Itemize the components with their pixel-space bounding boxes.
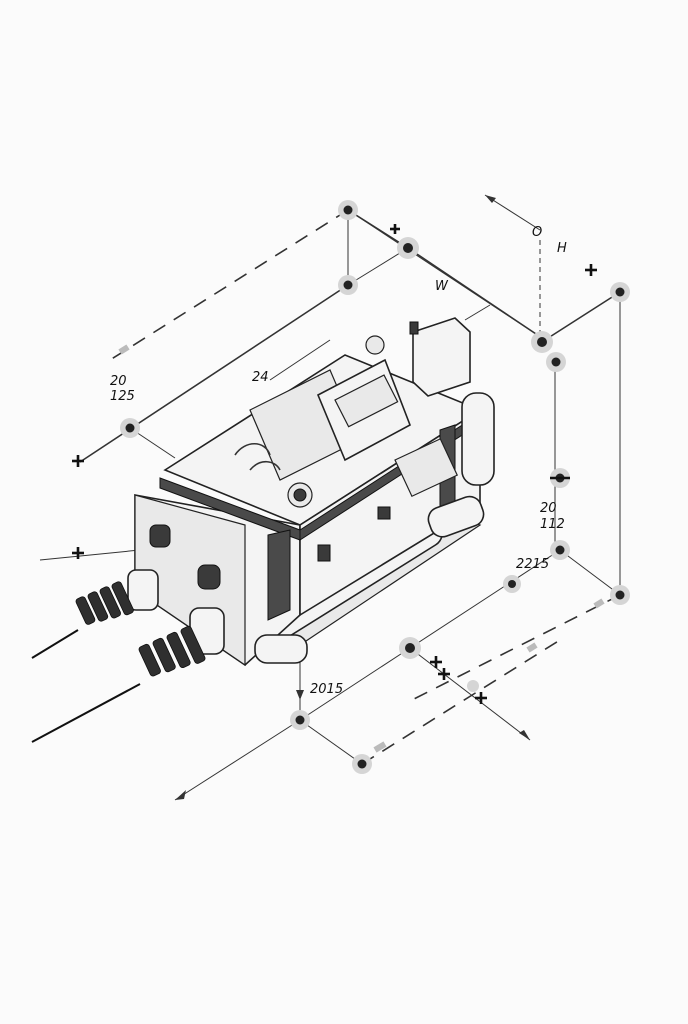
dimension-node-icon bbox=[397, 237, 419, 259]
bottom-roller-left bbox=[254, 634, 308, 664]
junction-box bbox=[412, 317, 471, 397]
cable-connectors bbox=[31, 569, 225, 743]
label-w: W bbox=[435, 279, 449, 294]
plus-marker-icon bbox=[430, 656, 442, 668]
arrowhead-icon bbox=[175, 790, 186, 800]
dimension-node-icon bbox=[338, 275, 358, 295]
dash-accent bbox=[373, 741, 387, 753]
plus-marker-icon bbox=[72, 547, 84, 559]
dimension-node-icon bbox=[610, 585, 630, 605]
dashed-guide-bottom bbox=[361, 639, 561, 765]
label-20-right: 20 bbox=[540, 501, 557, 516]
arrowheads bbox=[175, 195, 530, 800]
top-cap-center bbox=[293, 488, 307, 502]
label-2015: 2015 bbox=[310, 682, 343, 697]
connector-lower bbox=[31, 607, 225, 743]
dimension-node-icon bbox=[352, 754, 372, 774]
plus-marker-icon bbox=[438, 668, 450, 680]
top-fitting bbox=[365, 335, 385, 355]
band-vertical bbox=[267, 529, 291, 621]
side-switch bbox=[377, 506, 391, 520]
dashed-guide-bottom-right bbox=[411, 594, 621, 701]
top-display-window bbox=[334, 374, 399, 428]
cable-upper bbox=[31, 629, 79, 659]
wire-loop-2 bbox=[249, 460, 281, 471]
label-o: O bbox=[532, 225, 542, 240]
label-24: 24 bbox=[252, 370, 269, 385]
connector-upper bbox=[31, 569, 159, 659]
guide-dim-w bbox=[464, 304, 491, 321]
dash-accent bbox=[526, 642, 538, 653]
guide-right-top bbox=[544, 291, 621, 341]
arrowhead-icon bbox=[519, 730, 530, 740]
plus-marker-icon bbox=[585, 264, 597, 276]
front-knob-left bbox=[149, 524, 171, 548]
dimension-node-icon bbox=[531, 331, 553, 353]
dimension-node-icon bbox=[550, 540, 570, 560]
cable-lower bbox=[31, 683, 141, 743]
guide-bottom-right-arrow bbox=[409, 647, 531, 741]
guide-top-connector bbox=[347, 247, 409, 286]
guide-bottom-mid bbox=[299, 647, 411, 721]
dimension-node-icon bbox=[290, 710, 310, 730]
guide-top-diagonal-outer bbox=[347, 209, 546, 341]
label-2215: 2215 bbox=[516, 557, 549, 572]
guide-top-arrow bbox=[484, 194, 541, 231]
side-panel-window bbox=[394, 438, 459, 498]
dimension-node-icon bbox=[610, 282, 630, 302]
dimension-node-icon bbox=[338, 200, 358, 220]
front-knob-right bbox=[197, 564, 221, 590]
guide-dim-24 bbox=[269, 339, 331, 381]
dash-accents bbox=[118, 344, 605, 753]
wire-loop bbox=[234, 442, 271, 456]
guide-right-bottom bbox=[559, 549, 621, 596]
dimension-node-icon bbox=[467, 680, 479, 692]
junction-box-terminal bbox=[409, 321, 419, 335]
label-20-left: 20 bbox=[110, 374, 127, 389]
dash-accent bbox=[593, 598, 605, 609]
dimension-nodes bbox=[120, 200, 630, 774]
bottom-roller-right bbox=[427, 495, 485, 538]
machine-assembly bbox=[134, 317, 495, 667]
dimension-node-icon bbox=[120, 418, 140, 438]
dimension-labels: W O H 24 20 125 20 112 2215 2015 bbox=[110, 225, 567, 697]
arrowhead-icon bbox=[485, 195, 496, 203]
dimension-node-icon bbox=[503, 575, 521, 593]
guide-bottom-right bbox=[409, 549, 561, 649]
right-end-cap bbox=[461, 392, 495, 486]
dimension-node-icon bbox=[399, 637, 421, 659]
guide-bottom-node bbox=[299, 719, 363, 765]
dimension-node-icon bbox=[546, 352, 566, 372]
guide-bottom-left-arrow bbox=[174, 719, 301, 801]
label-h: H bbox=[557, 241, 567, 256]
plus-marker-icon bbox=[475, 692, 487, 704]
label-125: 125 bbox=[110, 389, 135, 404]
plus-markers bbox=[72, 224, 597, 704]
side-port bbox=[317, 544, 331, 562]
dashed-guide-top-left bbox=[109, 209, 349, 361]
arrowhead-icon bbox=[296, 690, 304, 700]
dash-accent bbox=[118, 344, 130, 355]
plus-marker-icon bbox=[390, 224, 400, 234]
label-112: 112 bbox=[540, 517, 565, 532]
plus-marker-icon bbox=[72, 455, 84, 467]
